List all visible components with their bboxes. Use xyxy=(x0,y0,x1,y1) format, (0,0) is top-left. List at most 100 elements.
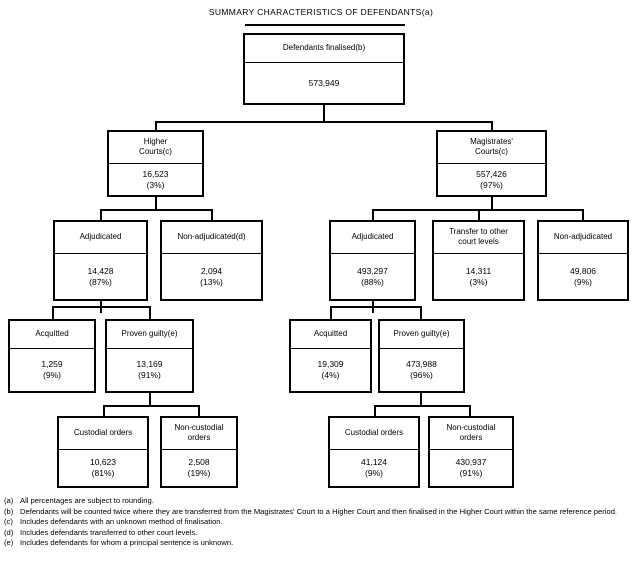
node-value: 557,426 xyxy=(476,168,507,179)
footnote-text: Includes defendants with an unknown meth… xyxy=(20,517,223,527)
node-label: Proven guilty(e) xyxy=(380,321,463,349)
node-higher-non-adjudicated[interactable]: Non-adjudicated(d) 2,094 (13%) xyxy=(160,220,263,301)
connector-m-guilty-down xyxy=(420,392,422,407)
footnote-text: All percentages are subject to rounding. xyxy=(20,496,154,505)
node-percent: (97%) xyxy=(480,179,503,190)
node-value: 430,937 xyxy=(455,457,487,467)
node-percent: (3%) xyxy=(469,276,488,287)
node-value: 2,508 xyxy=(188,457,210,467)
node-body: 430,937 (91%) xyxy=(430,450,512,486)
node-body: 49,806 (9%) xyxy=(539,254,627,299)
connector-m-guilty-bus xyxy=(374,405,471,407)
node-body: 13,169 (91%) xyxy=(107,349,192,391)
connector-higher-bus xyxy=(100,209,213,211)
connector-to-h-guilty xyxy=(149,306,151,320)
node-value: 14,311 xyxy=(465,265,492,276)
connector-h-guilty-down xyxy=(149,392,151,407)
node-percent: (81%) xyxy=(91,468,115,478)
node-body: 493,297 (88%) xyxy=(331,254,414,299)
node-value: 10,623 xyxy=(90,457,116,467)
node-label: Custodial orders xyxy=(330,418,418,450)
footnote-text: Includes defendants transferred to other… xyxy=(20,527,198,537)
footnote-b: (b) Defendants will be counted twice whe… xyxy=(4,507,640,518)
node-body: 14,428 (87%) xyxy=(55,254,146,299)
node-body: 573,949 xyxy=(245,63,403,103)
node-label: Acquitted xyxy=(10,321,94,349)
node-transfer-other-court-levels[interactable]: Transfer to other court levels 14,311 (3… xyxy=(432,220,525,301)
node-magistrates-non-custodial-orders[interactable]: Non-custodial orders 430,937 (91%) xyxy=(428,416,514,488)
node-defendants-finalised[interactable]: Defendants finalised(b) 573,949 xyxy=(243,33,405,105)
connector-to-m-guilty xyxy=(420,306,422,320)
node-percent: (91%) xyxy=(459,468,483,478)
connector-to-m-custodial xyxy=(374,405,376,417)
node-higher-adjudicated[interactable]: Adjudicated 14,428 (87%) xyxy=(53,220,148,301)
node-body: 2,094 (13%) xyxy=(162,254,261,299)
node-higher-non-custodial-orders[interactable]: Non-custodial orders 2,508 (19%) xyxy=(160,416,238,488)
connector-m-adj-bus xyxy=(330,306,422,308)
node-higher-acquitted[interactable]: Acquitted 1,259 (9%) xyxy=(8,319,96,393)
node-label: Non-custodial orders xyxy=(430,418,512,450)
connector-to-higher xyxy=(155,121,157,131)
connector-h-adj-bus xyxy=(52,306,151,308)
node-body: 19,309 (4%) xyxy=(291,349,370,391)
footnote-mark: (d) xyxy=(4,527,14,537)
connector-to-magistrates xyxy=(491,121,493,131)
node-body: 557,426 (97%) xyxy=(438,164,545,195)
node-label: Higher Courts(c) xyxy=(109,132,202,164)
node-percent: (4%) xyxy=(321,370,340,380)
footnote-d: (d) Includes defendants transferred to o… xyxy=(4,528,640,539)
node-higher-custodial-orders[interactable]: Custodial orders 10,623 (81%) xyxy=(57,416,149,488)
connector-to-h-noncustodial xyxy=(198,405,200,417)
node-label: Custodial orders xyxy=(59,418,147,450)
node-value: 41,124 xyxy=(361,457,387,467)
node-percent: (19%) xyxy=(187,468,211,478)
footnote-a: (a) All percentages are subject to round… xyxy=(4,496,640,507)
connector-level2-bus xyxy=(155,121,493,123)
connector-to-h-nonadjudicated xyxy=(211,209,213,221)
footnote-text: Includes defendants for whom a principal… xyxy=(20,538,234,548)
page-title: SUMMARY CHARACTERISTICS OF DEFENDANTS(a) xyxy=(208,7,434,17)
connector-to-h-acquitted xyxy=(52,306,54,320)
node-label: Non-adjudicated xyxy=(539,222,627,254)
node-value: 1,259 xyxy=(41,359,63,369)
node-magistrates-acquitted[interactable]: Acquitted 19,309 (4%) xyxy=(289,319,372,393)
connector-higher-down xyxy=(155,196,157,211)
node-magistrates-proven-guilty[interactable]: Proven guilty(e) 473,988 (96%) xyxy=(378,319,465,393)
node-body: 10,623 (81%) xyxy=(59,450,147,486)
node-value: 2,094 xyxy=(200,265,223,276)
node-percent: (9%) xyxy=(43,370,61,380)
node-magistrates-adjudicated[interactable]: Adjudicated 493,297 (88%) xyxy=(329,220,416,301)
connector-to-m-noncustodial xyxy=(469,405,471,417)
connector-to-m-acquitted xyxy=(330,306,332,320)
node-magistrates-custodial-orders[interactable]: Custodial orders 41,124 (9%) xyxy=(328,416,420,488)
footnote-mark: (b) xyxy=(4,506,14,516)
node-body: 14,311 (3%) xyxy=(434,254,523,299)
connector-to-h-custodial xyxy=(103,405,105,417)
connector-to-h-adjudicated xyxy=(100,209,102,221)
node-higher-proven-guilty[interactable]: Proven guilty(e) 13,169 (91%) xyxy=(105,319,194,393)
node-value: 14,428 xyxy=(87,265,114,276)
node-percent: (96%) xyxy=(410,370,433,380)
footnote-e: (e) Includes defendants for whom a princ… xyxy=(4,538,640,549)
node-magistrates-courts[interactable]: Magistrates' Courts(c) 557,426 (97%) xyxy=(436,130,547,197)
node-body: 2,508 (19%) xyxy=(162,450,236,486)
node-value: 13,169 xyxy=(136,359,163,369)
node-percent: (9%) xyxy=(574,276,592,287)
node-magistrates-non-adjudicated[interactable]: Non-adjudicated 49,806 (9%) xyxy=(537,220,629,301)
node-body: 16,523 (3%) xyxy=(109,164,202,195)
node-label: Adjudicated xyxy=(331,222,414,254)
connector-h-guilty-bus xyxy=(103,405,200,407)
node-percent: (88%) xyxy=(361,276,384,287)
node-percent: (3%) xyxy=(146,179,165,190)
footnote-text: Defendants will be counted twice where t… xyxy=(20,506,618,516)
node-value: 493,297 xyxy=(357,265,388,276)
node-percent: (91%) xyxy=(138,370,161,380)
node-higher-courts[interactable]: Higher Courts(c) 16,523 (3%) xyxy=(107,130,204,197)
node-label: Defendants finalised(b) xyxy=(245,35,403,63)
node-label: Adjudicated xyxy=(55,222,146,254)
footnotes: (a) All percentages are subject to round… xyxy=(4,496,640,549)
connector-magistrates-down xyxy=(491,196,493,211)
node-body: 41,124 (9%) xyxy=(330,450,418,486)
node-label: Proven guilty(e) xyxy=(107,321,192,349)
node-percent: (87%) xyxy=(89,276,112,287)
